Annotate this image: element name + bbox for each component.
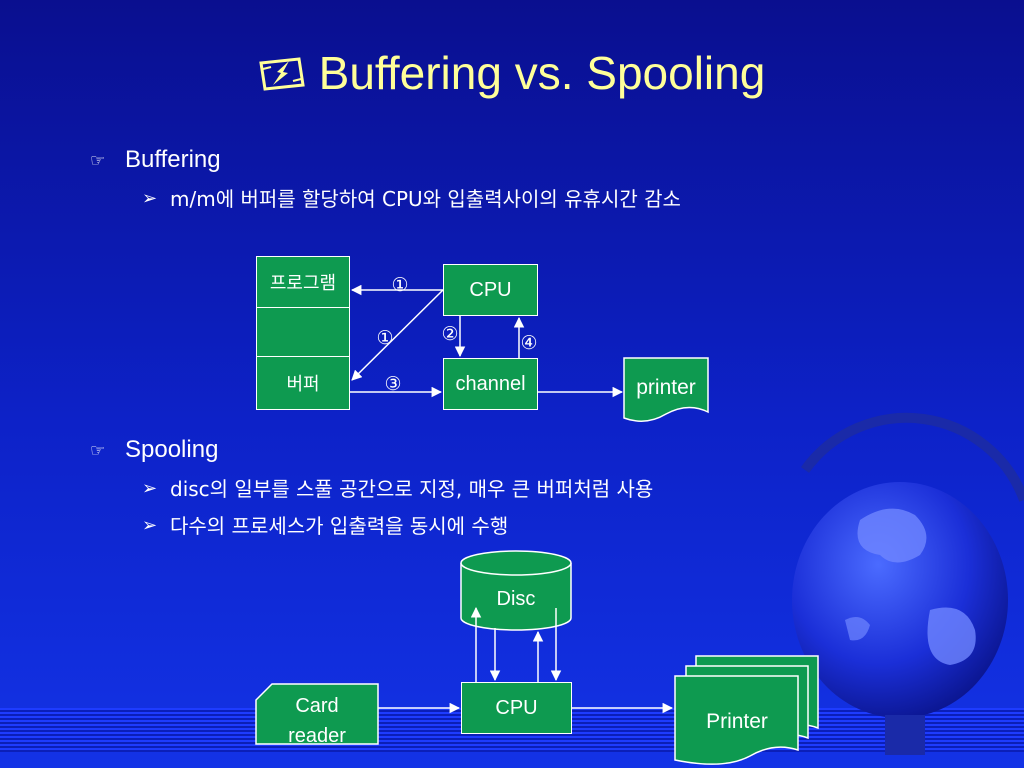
sub-bullet-spooling-2: ➢ 다수의 프로세스가 입출력을 동시에 수행 — [142, 513, 509, 539]
card-reader-label-line1: Card — [295, 695, 338, 717]
sub-bullet-buffering-1: ➢ m/m에 버퍼를 할당하여 CPU와 입출력사이의 유휴시간 감소 — [142, 186, 681, 212]
spool-cpu-label: CPU — [495, 696, 538, 719]
arrowhead-icon: ➢ — [142, 188, 158, 209]
channel-box: channel — [443, 358, 538, 410]
lightning-icon — [258, 57, 305, 91]
sub-bullet-spooling-2-text: 다수의 프로세스가 입출력을 동시에 수행 — [170, 514, 509, 538]
buffer-box: 버퍼 — [256, 356, 350, 410]
disc-cylinder-top — [460, 550, 572, 576]
program-label: 프로그램 — [269, 273, 337, 294]
disc-cylinder-body — [460, 563, 572, 631]
step-1-label-mid: ① — [376, 327, 393, 349]
printer-label: printer — [636, 376, 696, 399]
step-2-label: ② — [441, 323, 458, 345]
printer-sheet-front — [674, 675, 799, 765]
card-reader-shape — [255, 683, 379, 745]
bullet-spooling-label: Spooling — [125, 436, 219, 463]
bullet-buffering-label: Buffering — [125, 146, 221, 173]
cpu-label: CPU — [469, 278, 512, 301]
sub-bullet-spooling-1: ➢ disc의 일부를 스풀 공간으로 지정, 매우 큰 버퍼처럼 사용 — [142, 476, 654, 502]
pointing-hand-icon: ☞ — [90, 441, 106, 460]
bullet-spooling: ☞ Spooling — [90, 435, 219, 465]
step-1-label-top: ① — [391, 274, 408, 296]
step-4-label: ④ — [520, 332, 537, 354]
slide-title: Buffering vs. Spooling — [0, 42, 1024, 104]
bullet-buffering: ☞ Buffering — [90, 145, 221, 175]
spool-cpu-box: CPU — [461, 682, 572, 734]
pointing-hand-icon: ☞ — [90, 151, 106, 170]
disc-label: Disc — [497, 588, 536, 610]
card-reader-label-line2: reader — [288, 725, 346, 747]
program-box: 프로그램 — [256, 256, 350, 308]
printer-document-shape — [623, 357, 709, 422]
sub-bullet-spooling-1-text: disc의 일부를 스풀 공간으로 지정, 매우 큰 버퍼처럼 사용 — [170, 477, 654, 501]
sub-bullet-buffering-1-text: m/m에 버퍼를 할당하여 CPU와 입출력사이의 유휴시간 감소 — [170, 187, 681, 211]
spool-printer-label: Printer — [706, 710, 768, 733]
title-text: Buffering vs. Spooling — [318, 47, 766, 99]
cpu-to-buffer-arrow — [351, 289, 444, 381]
channel-label: channel — [455, 372, 526, 395]
cpu-box: CPU — [443, 264, 538, 316]
arrowhead-icon: ➢ — [142, 515, 158, 536]
arrowhead-icon: ➢ — [142, 478, 158, 499]
buffer-label: 버퍼 — [286, 374, 320, 395]
step-3-label: ③ — [384, 373, 401, 395]
